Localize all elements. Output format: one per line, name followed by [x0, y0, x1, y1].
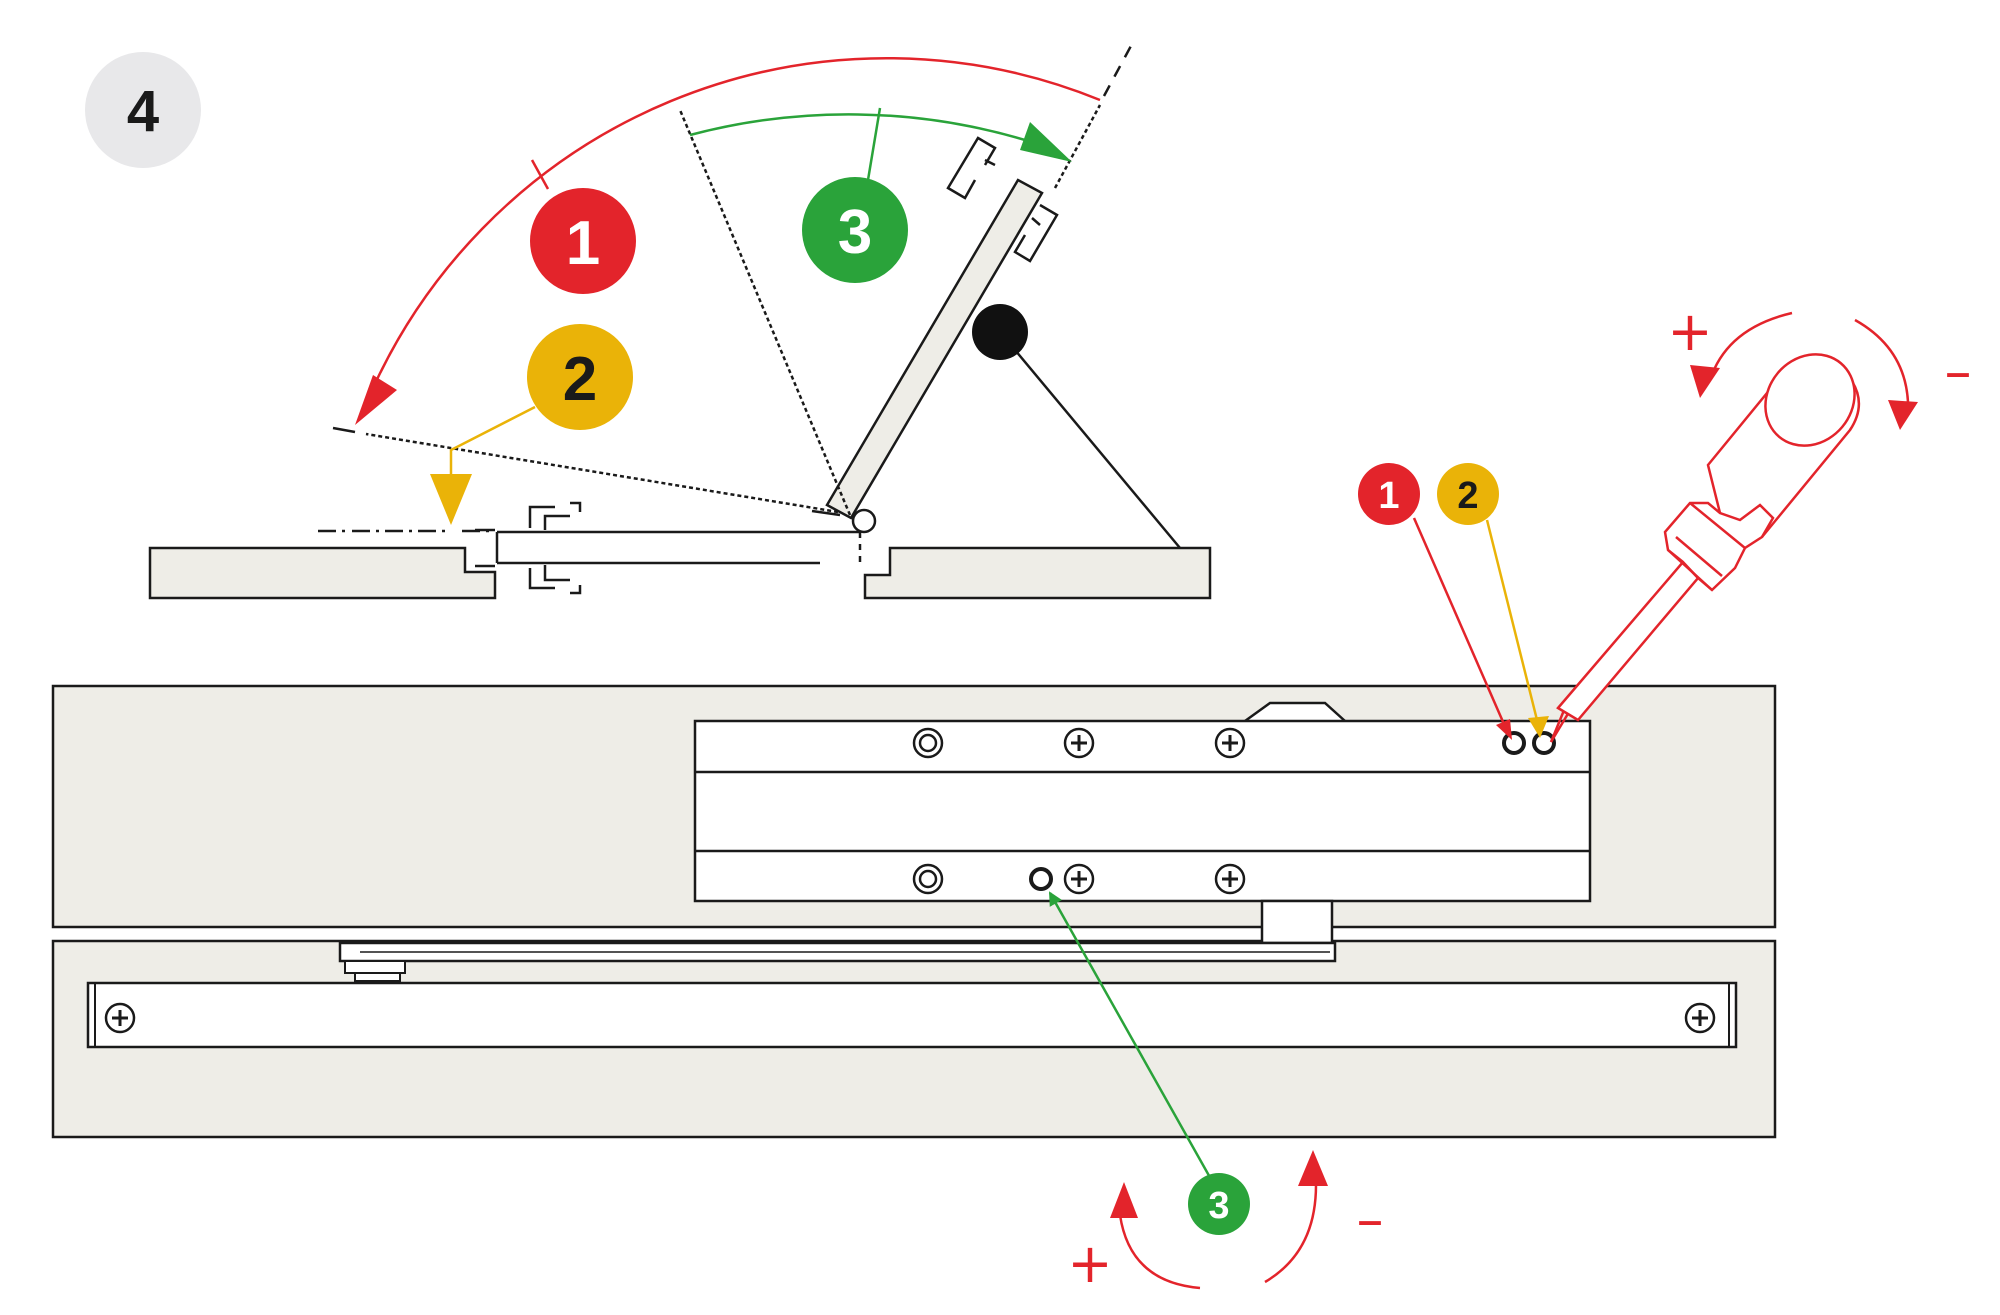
valve-2-latching-speed	[1532, 731, 1556, 755]
backcheck-arrowhead	[1020, 122, 1072, 162]
closer-screws-top	[912, 727, 1246, 759]
closer-top-cap	[1244, 701, 1346, 723]
valve-callout-3-label: 3	[1208, 1185, 1229, 1227]
front-view: + – 1 2 3 + –	[51, 300, 1972, 1295]
valve-1-closing-speed	[1502, 731, 1526, 755]
rotation-arrow-icon	[1118, 1214, 1201, 1290]
callout-2-label: 2	[563, 345, 597, 414]
rotation-arrow-icon	[1264, 1184, 1318, 1284]
screwdriver-minus-sign: –	[1945, 340, 1972, 403]
phillips-screw-icon	[104, 1002, 136, 1034]
callout-latching-speed: 2	[527, 324, 633, 430]
step-number: 4	[127, 79, 159, 144]
callout-valve-3: 3	[1188, 1173, 1250, 1235]
closing-speed-arrowhead	[355, 375, 397, 425]
latching-speed-arrowhead	[430, 474, 472, 525]
top-view: 1 2 3	[148, 43, 1212, 600]
phillips-screw-icon	[1684, 1002, 1716, 1034]
step-badge: 4	[85, 52, 201, 168]
phillips-screw-icon	[1063, 863, 1095, 895]
switch-angle-line	[678, 109, 852, 516]
open-door-leaf	[825, 136, 1059, 520]
callout-valve-1: 1	[1358, 463, 1420, 525]
screwdriver-icon	[1549, 353, 1861, 743]
hinge-pivot	[851, 508, 877, 534]
callout-closing-speed: 1	[530, 188, 636, 294]
rotation-arrow-icon	[1854, 318, 1910, 403]
valve-callout-2-label: 2	[1457, 475, 1478, 517]
left-wall	[148, 546, 497, 600]
door-closer-body	[693, 719, 1592, 903]
closing-speed-arc	[364, 56, 1101, 405]
callout-backcheck: 3	[802, 177, 908, 283]
round-screw-icon	[912, 727, 944, 759]
valve-callout-1-label: 1	[1378, 475, 1399, 517]
bottom-plus-sign: +	[1067, 1232, 1112, 1295]
round-screw-icon	[912, 863, 944, 895]
screwdriver-plus-sign: +	[1667, 300, 1712, 363]
latching-speed-leader	[449, 405, 536, 478]
callout-valve-2: 2	[1437, 463, 1499, 525]
closer-screws-bottom	[912, 863, 1246, 895]
valve-3-backcheck	[1029, 867, 1053, 891]
closer-shaft	[1260, 899, 1334, 945]
phillips-screw-icon	[1063, 727, 1095, 759]
open-angle-line	[1053, 104, 1102, 189]
right-wall	[863, 546, 1212, 600]
phillips-screw-icon	[1214, 727, 1246, 759]
backcheck-arc	[689, 113, 1026, 142]
slide-track	[86, 981, 1738, 1049]
bottom-minus-sign: –	[1357, 1188, 1384, 1251]
callout-3-label: 3	[838, 198, 872, 267]
phillips-screw-icon	[1214, 863, 1246, 895]
latch-reference-line	[365, 432, 839, 514]
callout-1-label: 1	[566, 209, 600, 278]
closer-arm	[972, 304, 1181, 549]
closed-door-outline	[475, 501, 862, 595]
